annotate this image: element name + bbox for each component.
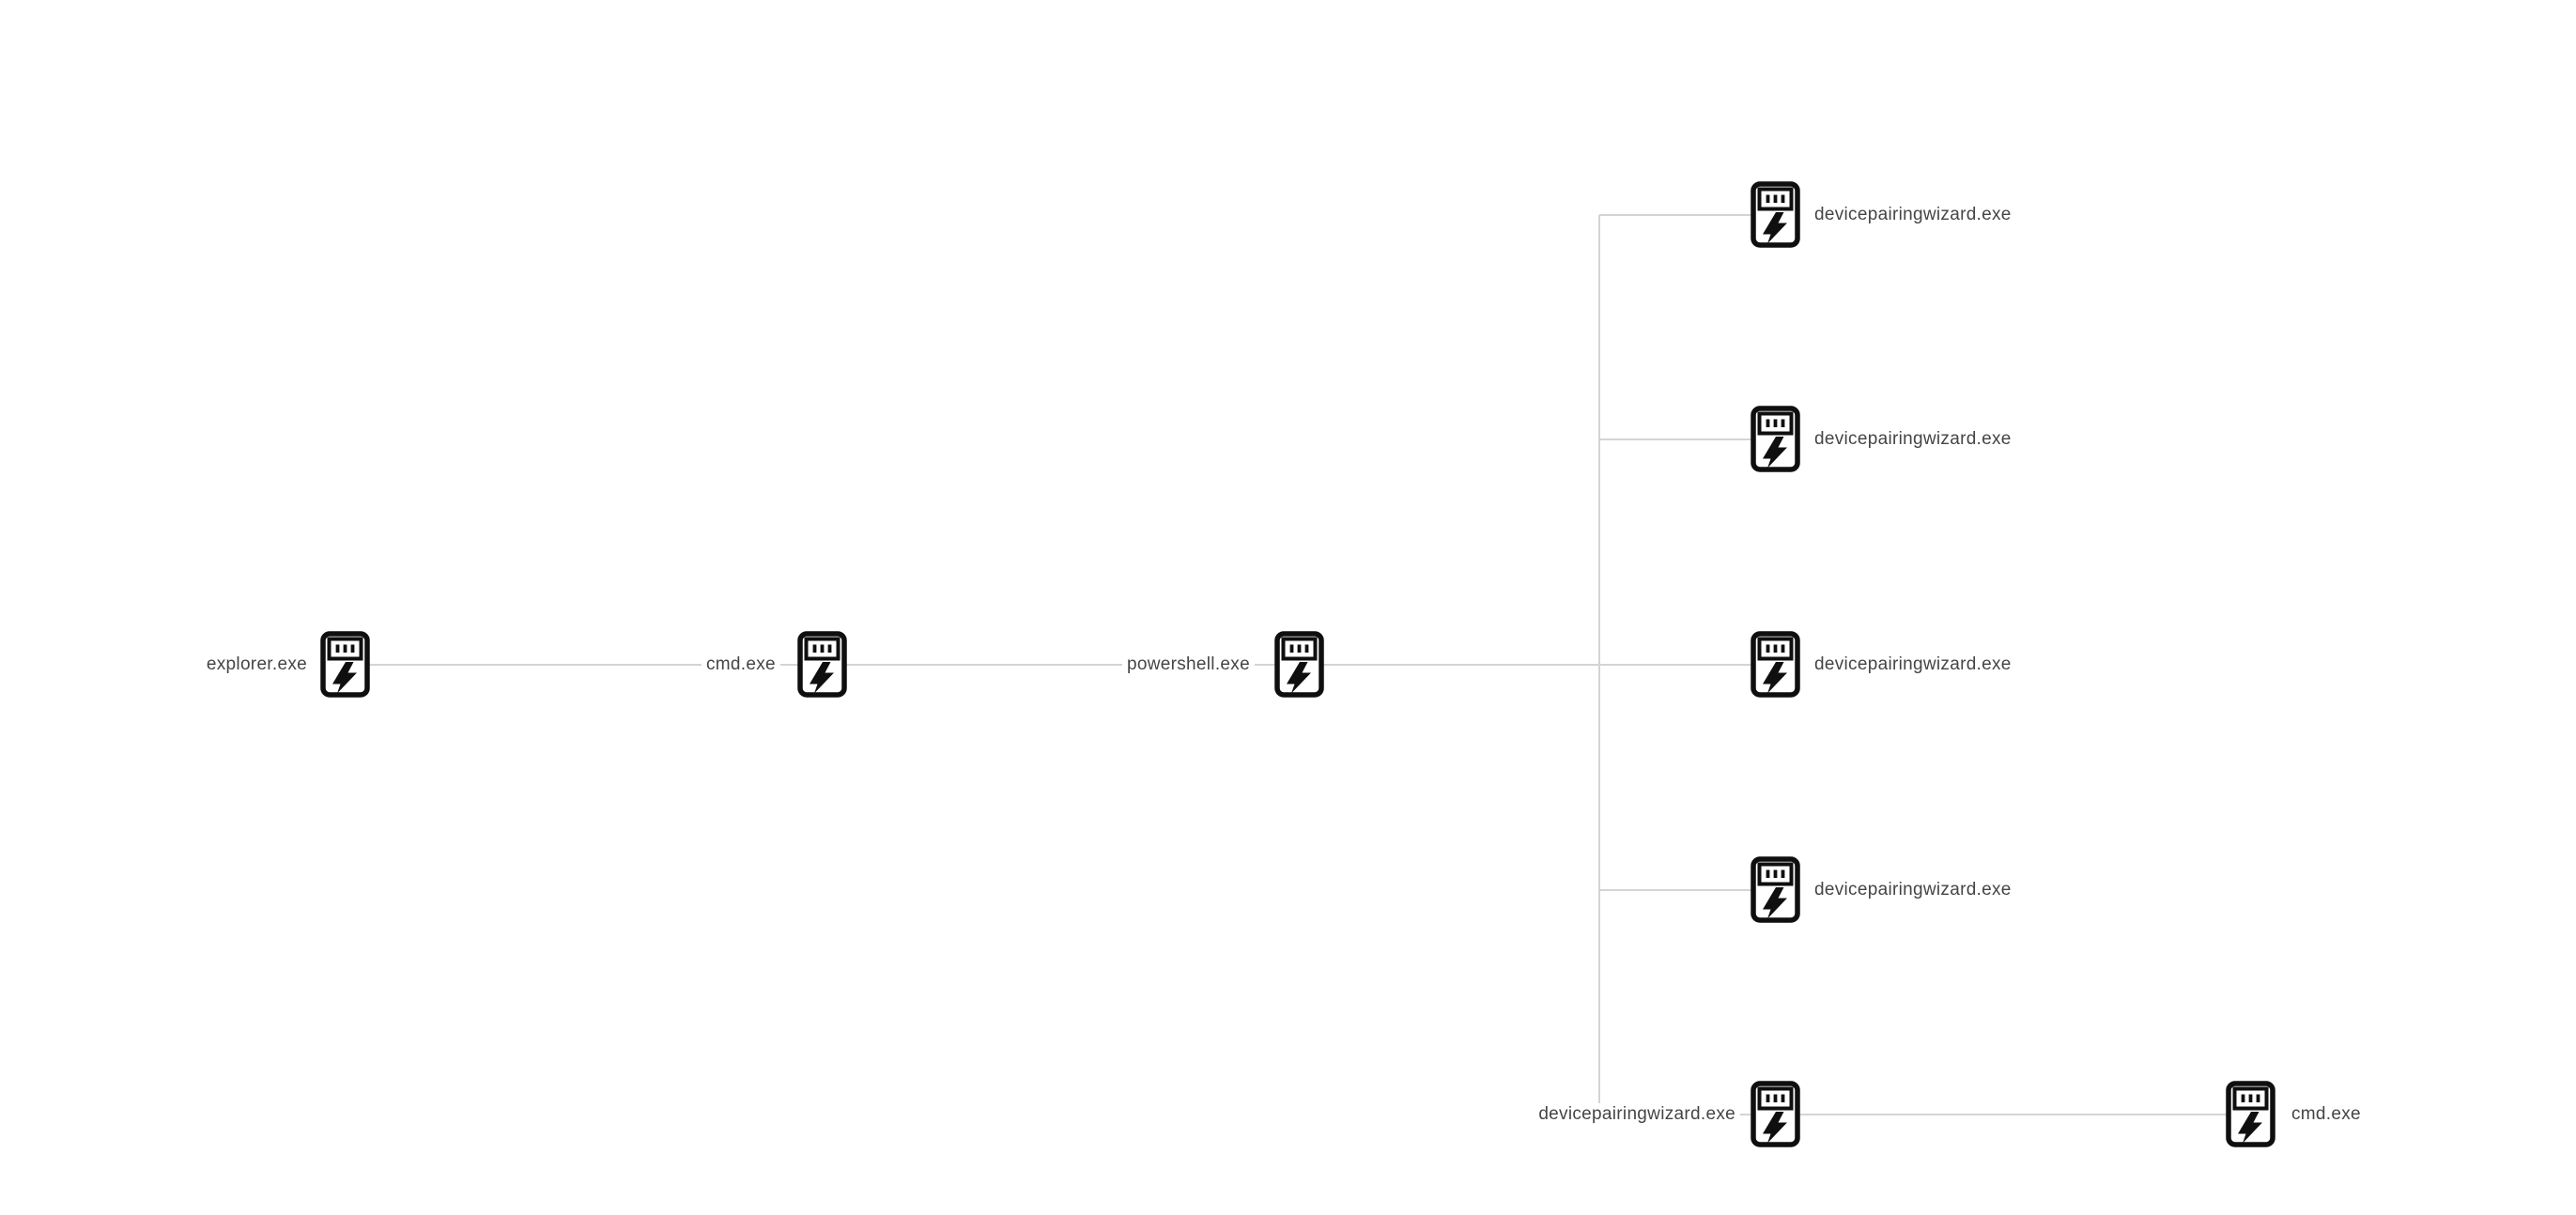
process-label-cmd-1: cmd.exe xyxy=(702,654,780,676)
process-node-cmd-1[interactable] xyxy=(797,631,847,698)
process-node-dpw-5[interactable] xyxy=(1751,1081,1800,1147)
process-label-powershell: powershell.exe xyxy=(1122,654,1255,676)
process-node-explorer[interactable] xyxy=(320,631,370,698)
process-icon xyxy=(1751,856,1800,923)
process-node-dpw-4[interactable] xyxy=(1751,856,1800,923)
process-icon xyxy=(797,631,847,698)
process-node-dpw-2[interactable] xyxy=(1751,406,1800,472)
process-label-dpw-1: devicepairingwizard.exe xyxy=(1810,204,2016,226)
process-label-dpw-5: devicepairingwizard.exe xyxy=(1534,1103,1740,1126)
process-icon xyxy=(1751,181,1800,248)
process-node-dpw-3[interactable] xyxy=(1751,631,1800,698)
process-label-explorer: explorer.exe xyxy=(201,654,312,676)
process-icon xyxy=(2226,1081,2275,1147)
process-icon xyxy=(1751,406,1800,472)
process-icon xyxy=(1751,631,1800,698)
process-label-dpw-4: devicepairingwizard.exe xyxy=(1810,879,2016,901)
process-node-powershell[interactable] xyxy=(1274,631,1324,698)
process-label-dpw-3: devicepairingwizard.exe xyxy=(1810,654,2016,676)
process-icon xyxy=(320,631,370,698)
process-node-dpw-1[interactable] xyxy=(1751,181,1800,248)
process-label-dpw-2: devicepairingwizard.exe xyxy=(1810,428,2016,451)
process-label-cmd-2: cmd.exe xyxy=(2287,1103,2366,1126)
process-icon xyxy=(1751,1081,1800,1147)
process-icon xyxy=(1274,631,1324,698)
process-node-cmd-2[interactable] xyxy=(2226,1081,2275,1147)
